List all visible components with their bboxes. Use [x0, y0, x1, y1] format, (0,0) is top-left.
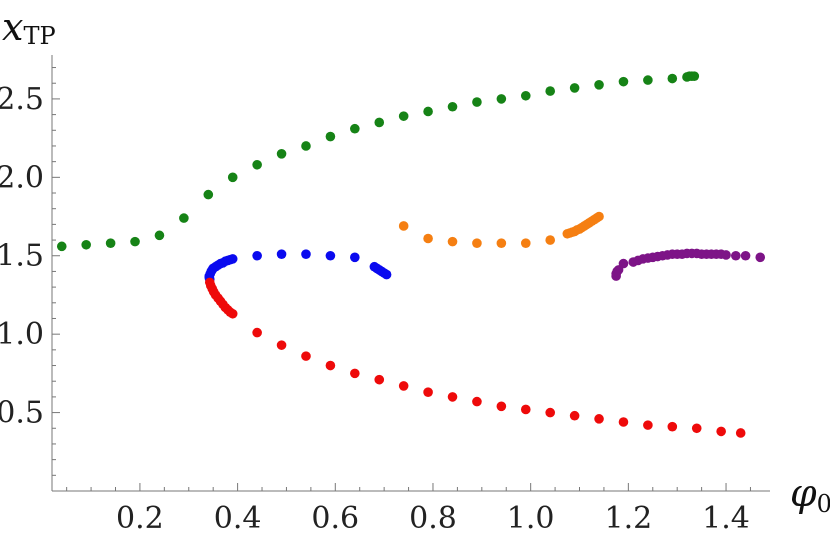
- x-tick-label: 1.0: [507, 501, 555, 536]
- data-point: [721, 250, 731, 260]
- x-tick-label: 1.2: [604, 501, 652, 536]
- x-tick-label: 0.4: [214, 501, 262, 536]
- x-axis-title-main: φ: [790, 471, 817, 515]
- data-point: [520, 404, 531, 415]
- data-point: [374, 374, 385, 385]
- data-point: [398, 381, 409, 391]
- data-point: [350, 252, 360, 263]
- data-point: [252, 159, 262, 170]
- data-point: [447, 236, 458, 247]
- data-point: [618, 417, 629, 427]
- data-point: [545, 235, 556, 245]
- data-point: [252, 250, 262, 261]
- data-point: [374, 117, 385, 128]
- data-point: [643, 420, 653, 430]
- data-point: [398, 221, 409, 231]
- data-point: [179, 213, 189, 223]
- y-axis-title-subscript: TP: [23, 22, 55, 50]
- y-tick-label: 2.0: [0, 160, 44, 195]
- data-point: [130, 236, 140, 247]
- data-point: [569, 410, 580, 421]
- data-point: [350, 368, 360, 379]
- data-point: [667, 73, 678, 84]
- data-point: [594, 79, 604, 90]
- y-tick-label: 0.5: [0, 396, 44, 431]
- data-point: [447, 101, 458, 112]
- data-point: [301, 351, 311, 361]
- data-point: [731, 250, 741, 261]
- data-point: [735, 428, 746, 438]
- data-point: [545, 407, 556, 418]
- data-point: [325, 131, 336, 142]
- x-tick-label: 0.8: [409, 501, 457, 536]
- data-point: [276, 149, 287, 159]
- data-point: [56, 241, 67, 252]
- x-ticks: 0.2 0.4 0.6 0.8 1.0 1.2 1.4: [66, 483, 751, 536]
- series-4: [398, 211, 604, 249]
- data-point: [398, 111, 409, 121]
- y-axis-title: xTP: [2, 5, 56, 50]
- data-point: [472, 396, 482, 407]
- data-point: [691, 423, 702, 434]
- x-tick-label: 1.4: [702, 501, 750, 536]
- data-point: [643, 75, 653, 85]
- data-point: [618, 76, 629, 87]
- data-points: [56, 71, 766, 438]
- x-tick-label: 0.2: [116, 501, 164, 536]
- x-axis-title-subscript: 0: [817, 490, 830, 518]
- data-point: [350, 123, 360, 134]
- series-2: [204, 249, 392, 285]
- y-tick-label: 2.5: [0, 82, 44, 117]
- data-point: [594, 414, 604, 424]
- data-point: [325, 250, 336, 261]
- y-tick-label: 1.5: [0, 239, 44, 274]
- data-point: [520, 238, 531, 249]
- data-point: [569, 83, 580, 93]
- data-point: [472, 97, 482, 107]
- data-point: [227, 308, 238, 319]
- data-point: [496, 401, 507, 412]
- data-point: [325, 360, 336, 371]
- data-point: [447, 392, 458, 402]
- x-tick-label: 0.6: [311, 501, 359, 536]
- data-point: [667, 421, 678, 432]
- data-point: [755, 252, 766, 263]
- data-point: [496, 238, 507, 249]
- data-point: [276, 340, 287, 350]
- data-point: [545, 86, 556, 96]
- x-axis-title: φ0: [790, 471, 830, 518]
- y-axis-title-main: x: [2, 5, 23, 49]
- data-point: [594, 211, 604, 222]
- data-point: [520, 90, 531, 101]
- series-1: [56, 71, 700, 252]
- data-point: [276, 249, 287, 259]
- data-point: [423, 106, 433, 117]
- data-point: [472, 238, 482, 249]
- data-point: [689, 71, 700, 81]
- data-point: [301, 141, 311, 151]
- series-5: [611, 248, 766, 281]
- data-point: [301, 249, 311, 259]
- data-point: [716, 426, 726, 437]
- data-point: [496, 94, 507, 104]
- data-point: [105, 238, 116, 249]
- data-point: [203, 189, 214, 200]
- data-point: [227, 172, 238, 183]
- y-tick-label: 1.0: [0, 317, 44, 352]
- axes: 0.2 0.4 0.6 0.8 1.0 1.2 1.4 0.5 1.0 1.5 2.0 2.5: [0, 55, 770, 536]
- data-point: [423, 233, 433, 244]
- series-3: [204, 277, 746, 438]
- data-point: [423, 387, 433, 397]
- data-point: [252, 327, 262, 338]
- data-point: [81, 239, 91, 250]
- data-point: [381, 269, 392, 280]
- data-point: [154, 230, 165, 241]
- y-ticks: 0.5 1.0 1.5 2.0 2.5: [0, 67, 60, 476]
- data-point: [618, 258, 629, 269]
- data-point: [740, 250, 751, 261]
